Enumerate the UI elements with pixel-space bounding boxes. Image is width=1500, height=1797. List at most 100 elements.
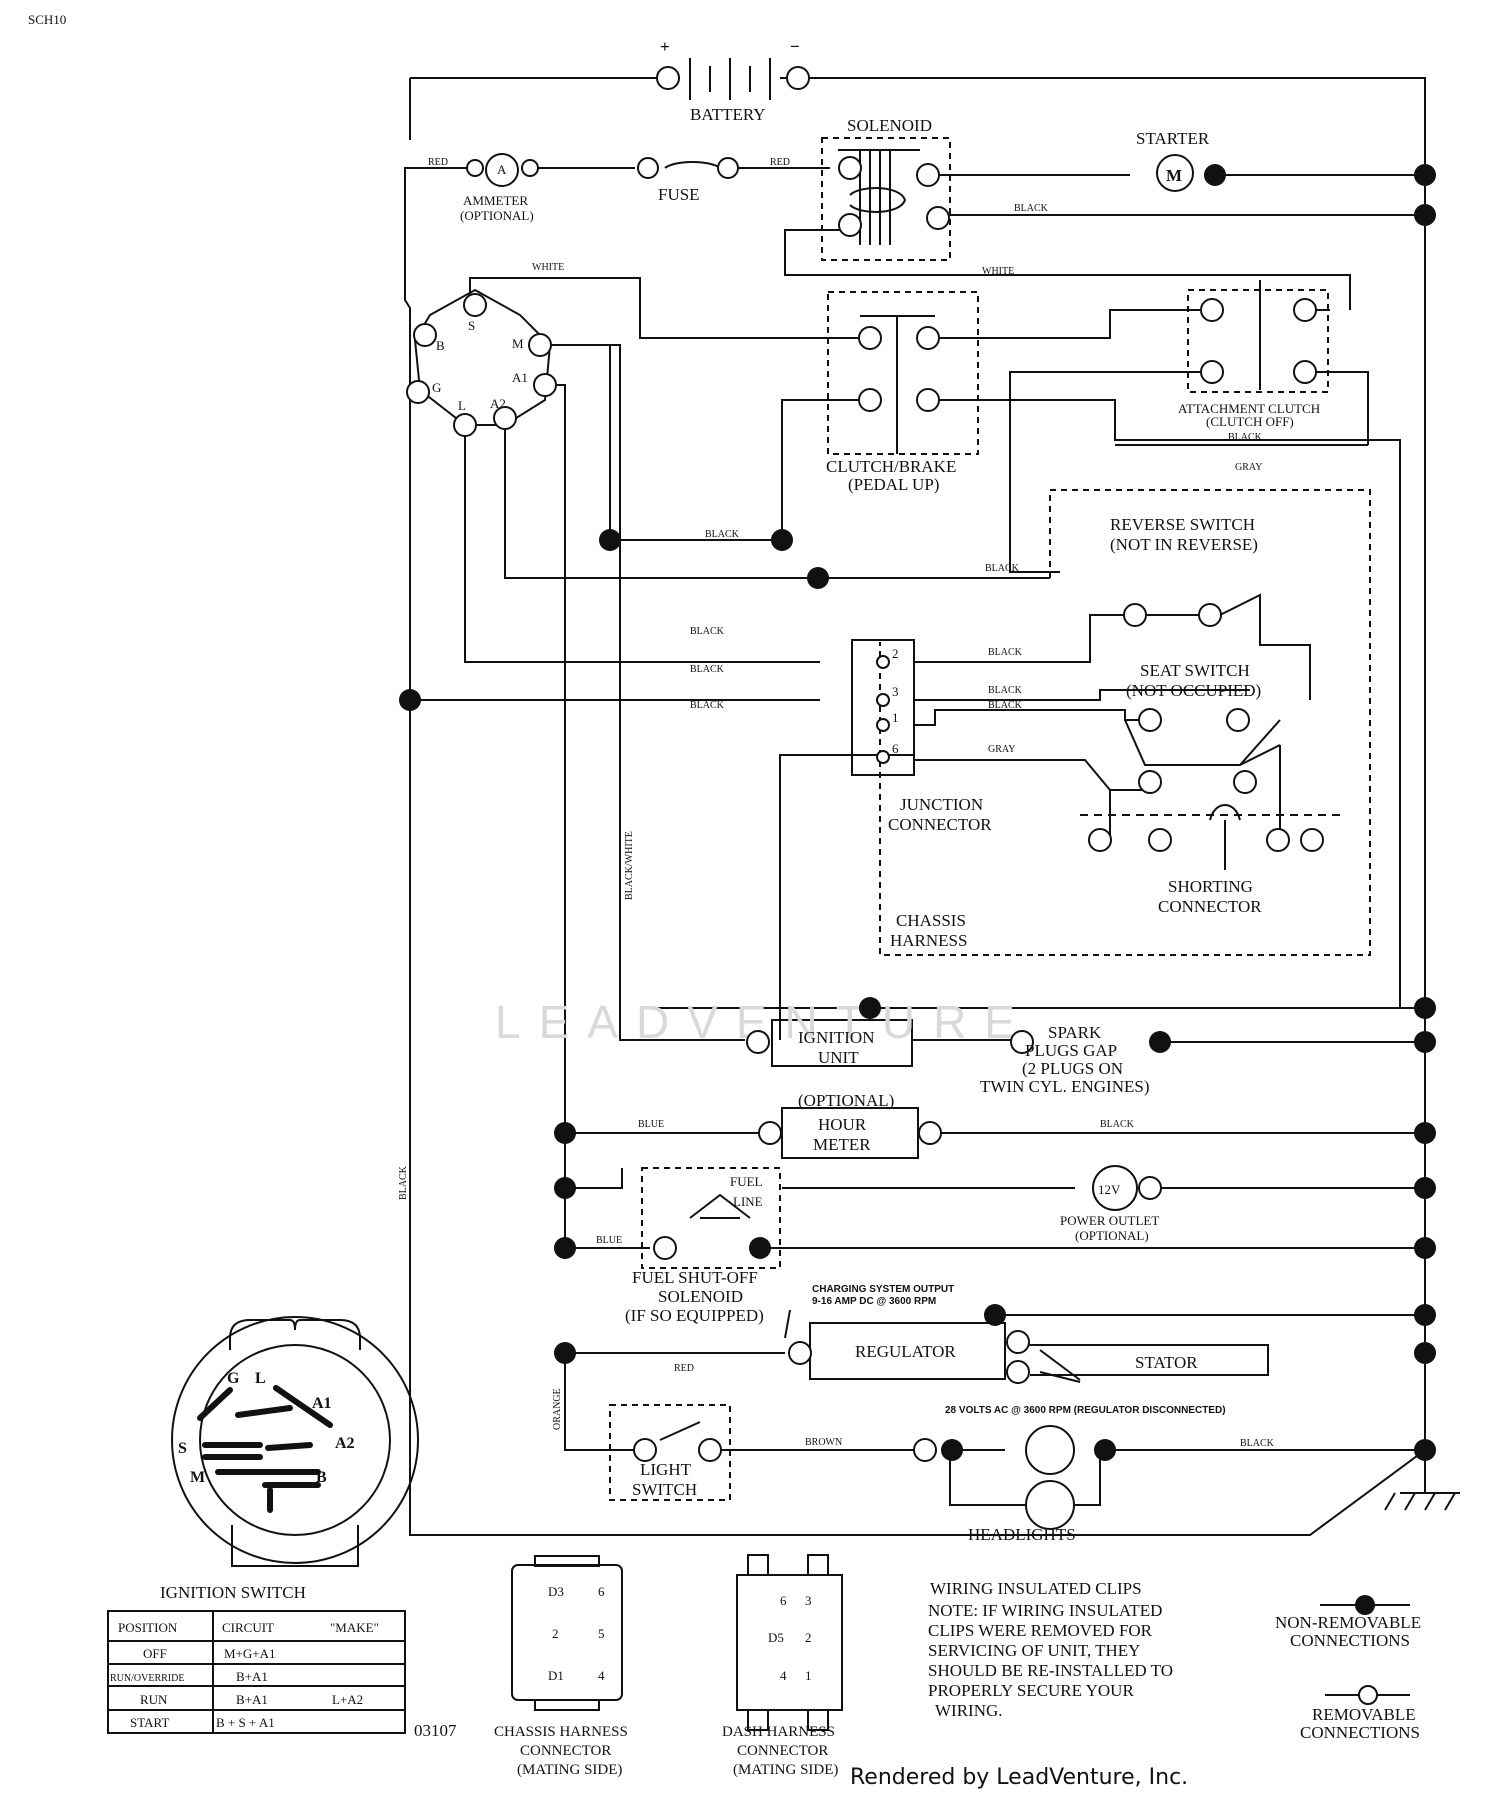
table-row-start-position: START	[130, 1715, 169, 1730]
ignition-unit-sub: UNIT	[818, 1048, 859, 1067]
fuse-label: FUSE	[658, 185, 700, 204]
chassis-pin-d1: D1	[548, 1668, 564, 1683]
dash-connector-mating: (MATING SIDE)	[733, 1762, 838, 1778]
attachment-clutch-sub: (CLUTCH OFF)	[1206, 414, 1294, 429]
seat-switch-label: SEAT SWITCH	[1140, 661, 1250, 680]
table-header-circuit: CIRCUIT	[222, 1620, 274, 1635]
table-row-start-circuit: B + S + A1	[216, 1715, 275, 1730]
ign-face-a2: A2	[335, 1435, 355, 1452]
chassis-harness-sub: HARNESS	[890, 931, 967, 950]
chassis-pin-5: 5	[598, 1626, 605, 1641]
wire-black-1: BLACK	[1014, 203, 1049, 214]
fuel-line-label: FUEL	[730, 1174, 763, 1189]
ignition-switch-plug	[406, 288, 557, 437]
stator-label: STATOR	[1135, 1353, 1198, 1372]
junction-sub: CONNECTOR	[888, 815, 992, 834]
dash-connector-label: DASH HARNESS	[722, 1724, 835, 1740]
ign-face-a1: A1	[312, 1395, 332, 1412]
non-removable-dots	[399, 164, 1436, 1615]
dash-pin-4: 4	[780, 1668, 787, 1683]
wire-red-2: RED	[770, 157, 790, 168]
table-header-position: POSITION	[118, 1620, 178, 1635]
chassis-connector-label: CHASSIS HARNESS	[494, 1724, 628, 1740]
note-title: WIRING INSULATED CLIPS	[930, 1579, 1142, 1598]
ign-term-m: M	[512, 336, 524, 351]
chassis-connector-sub: CONNECTOR	[520, 1743, 611, 1759]
ammeter-label: AMMETER	[463, 193, 528, 208]
dash-pin-2: 2	[805, 1630, 812, 1645]
wire-blue-1: BLUE	[638, 1119, 664, 1130]
removable-terminals	[466, 66, 1378, 1705]
shorting-label: SHORTING	[1168, 877, 1253, 896]
spark-label-4: TWIN CYL. ENGINES)	[980, 1077, 1150, 1096]
clutch-brake-label: CLUTCH/BRAKE	[826, 457, 956, 476]
table-row-run-extra: L+A2	[332, 1692, 363, 1707]
starter-symbol: M	[1166, 166, 1182, 185]
legend-non-removable: NON-REMOVABLE	[1275, 1613, 1421, 1632]
reverse-switch-sub: (NOT IN REVERSE)	[1110, 535, 1258, 554]
legend-non-removable-sub: CONNECTIONS	[1290, 1631, 1410, 1650]
wire-orange: ORANGE	[552, 1388, 563, 1430]
light-switch-sub: SWITCH	[632, 1480, 697, 1499]
wire-blue-2: BLUE	[596, 1235, 622, 1246]
hour-meter-sub: METER	[813, 1135, 871, 1154]
chassis-pin-4: 4	[598, 1668, 605, 1683]
spark-label-3: (2 PLUGS ON	[1022, 1059, 1123, 1078]
ammeter-optional: (OPTIONAL)	[460, 208, 534, 223]
junction-pin-6: 6	[892, 741, 899, 756]
power-outlet-symbol: 12V	[1098, 1182, 1121, 1197]
ignition-unit-label: IGNITION	[798, 1028, 874, 1047]
table-row-off-position: OFF	[143, 1646, 167, 1661]
ammeter-symbol: A	[497, 162, 507, 177]
battery-label: BATTERY	[690, 105, 766, 124]
starter-label: STARTER	[1136, 129, 1210, 148]
note-line-1: NOTE: IF WIRING INSULATED	[928, 1601, 1162, 1620]
clutch-brake-sub: (PEDAL UP)	[848, 475, 939, 494]
table-row-run-circuit: B+A1	[236, 1692, 268, 1707]
headlights-label: HEADLIGHTS	[968, 1525, 1076, 1544]
chassis-connector-mating: (MATING SIDE)	[517, 1762, 622, 1778]
power-outlet-label: POWER OUTLET	[1060, 1213, 1159, 1228]
charging-note-1: CHARGING SYSTEM OUTPUT	[812, 1284, 954, 1295]
dash-pin-d5: D5	[768, 1630, 784, 1645]
chassis-pin-d3: D3	[548, 1584, 564, 1599]
power-outlet-sub: (OPTIONAL)	[1075, 1228, 1149, 1243]
wire-black-8: BLACK	[988, 647, 1023, 658]
note-line-5: PROPERLY SECURE YOUR	[928, 1681, 1134, 1700]
reverse-switch-label: REVERSE SWITCH	[1110, 515, 1255, 534]
wire-black-13: BLACK	[398, 1165, 409, 1200]
legend-removable: REMOVABLE	[1312, 1705, 1416, 1724]
ign-face-s: S	[178, 1440, 187, 1457]
wire-black-9: BLACK	[988, 685, 1023, 696]
dash-pin-6: 6	[780, 1593, 787, 1608]
regulator-label: REGULATOR	[855, 1342, 956, 1361]
note-line-2: CLIPS WERE REMOVED FOR	[928, 1621, 1153, 1640]
dash-connector-sub: CONNECTOR	[737, 1743, 828, 1759]
ignition-switch-face	[197, 1385, 333, 1513]
ign-face-b: B	[316, 1469, 327, 1486]
wire-white-2: WHITE	[982, 266, 1014, 277]
ign-term-a2: A2	[490, 396, 506, 411]
hour-meter-label: HOUR	[818, 1115, 867, 1134]
rendered-by-footer: Rendered by LeadVenture, Inc.	[850, 1765, 1189, 1790]
wire-black-2: BLACK	[1228, 432, 1263, 443]
attachment-clutch-label: ATTACHMENT CLUTCH	[1178, 401, 1320, 416]
wire-black-11: BLACK	[1100, 1119, 1135, 1130]
wire-red-3: RED	[674, 1363, 694, 1374]
ign-term-g: G	[432, 380, 441, 395]
charging-note-2: 9-16 AMP DC @ 3600 RPM	[812, 1296, 936, 1307]
wire-black-6: BLACK	[690, 664, 725, 675]
fuel-line-sub: LINE	[733, 1194, 763, 1209]
wire-black-4: BLACK	[985, 563, 1020, 574]
wire-black-12: BLACK	[1240, 1438, 1275, 1449]
note-line-6: WIRING.	[935, 1701, 1003, 1720]
ign-face-m: M	[190, 1469, 205, 1486]
wire-black-3: BLACK	[705, 529, 740, 540]
wire-gray-1: GRAY	[1235, 462, 1262, 473]
legend-removable-sub: CONNECTIONS	[1300, 1723, 1420, 1742]
wire-gray-2: GRAY	[988, 744, 1015, 755]
table-row-off-circuit: M+G+A1	[224, 1646, 276, 1661]
shorting-sub: CONNECTOR	[1158, 897, 1262, 916]
ign-term-s: S	[468, 318, 475, 333]
